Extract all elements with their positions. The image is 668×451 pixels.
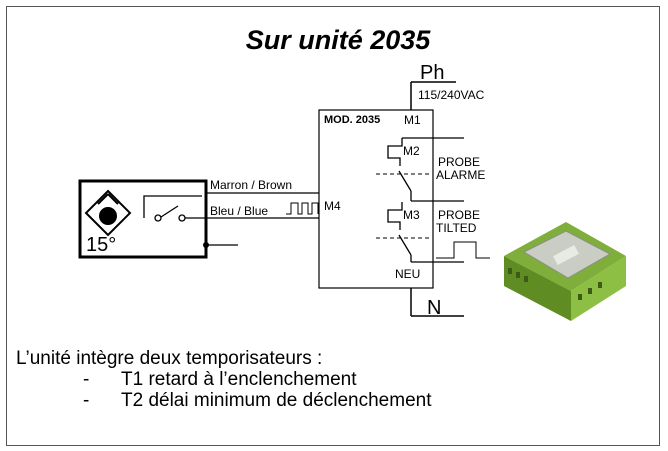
voltage-label: 115/240VAC [418,88,485,102]
module-name: MOD. 2035 [324,114,380,126]
tilted-pulse [436,241,490,259]
alarm-label-2: ALARME [436,168,485,182]
slide-frame: Sur unité 2035 Ph 115/240VAC MOD. 2035 M… [6,6,660,446]
bullet-dash: - [83,369,90,390]
timer-item-text: T2 délai minimum de déclenchement [121,390,432,411]
phase-label: Ph [420,62,444,84]
timer-item-text: T1 retard à l’enclenchement [121,369,357,390]
relay-tilted [376,202,464,263]
timer-item: - T2 délai minimum de déclenchement [16,390,432,411]
description-block: L’unité intègre deux temporisateurs : - … [16,348,432,411]
tilted-label-1: PROBE [438,208,480,222]
neutral-label: N [427,297,441,319]
terminal-m1: M1 [404,113,421,127]
module-box [318,109,434,289]
bullet-dash: - [83,390,90,411]
relay-alarm [376,137,464,202]
terminal-m4: M4 [324,199,341,213]
wiring-diagram: Sur unité 2035 Ph 115/240VAC MOD. 2035 M… [6,6,660,446]
tilt-sensor-icon [84,189,132,237]
terminal-m3: M3 [403,208,420,222]
alarm-label-1: PROBE [438,155,480,169]
module-unit-image [504,222,626,321]
slide-border [6,6,660,446]
wire-blue-label: Bleu / Blue [210,204,268,218]
wire-brown-label: Marron / Brown [210,178,292,192]
sensor-switch [143,195,206,222]
terminal-neu: NEU [395,267,420,281]
description-intro: L’unité intègre deux temporisateurs : [16,348,323,369]
diagram-title: Sur unité 2035 [246,25,432,55]
timer-item: - T1 retard à l’enclenchement [16,369,432,390]
sensor-angle: 15° [86,234,116,256]
terminal-m2: M2 [403,144,420,158]
tilted-label-2: TILTED [436,221,477,235]
earth-node [203,242,209,248]
pulse-signal [286,202,319,215]
